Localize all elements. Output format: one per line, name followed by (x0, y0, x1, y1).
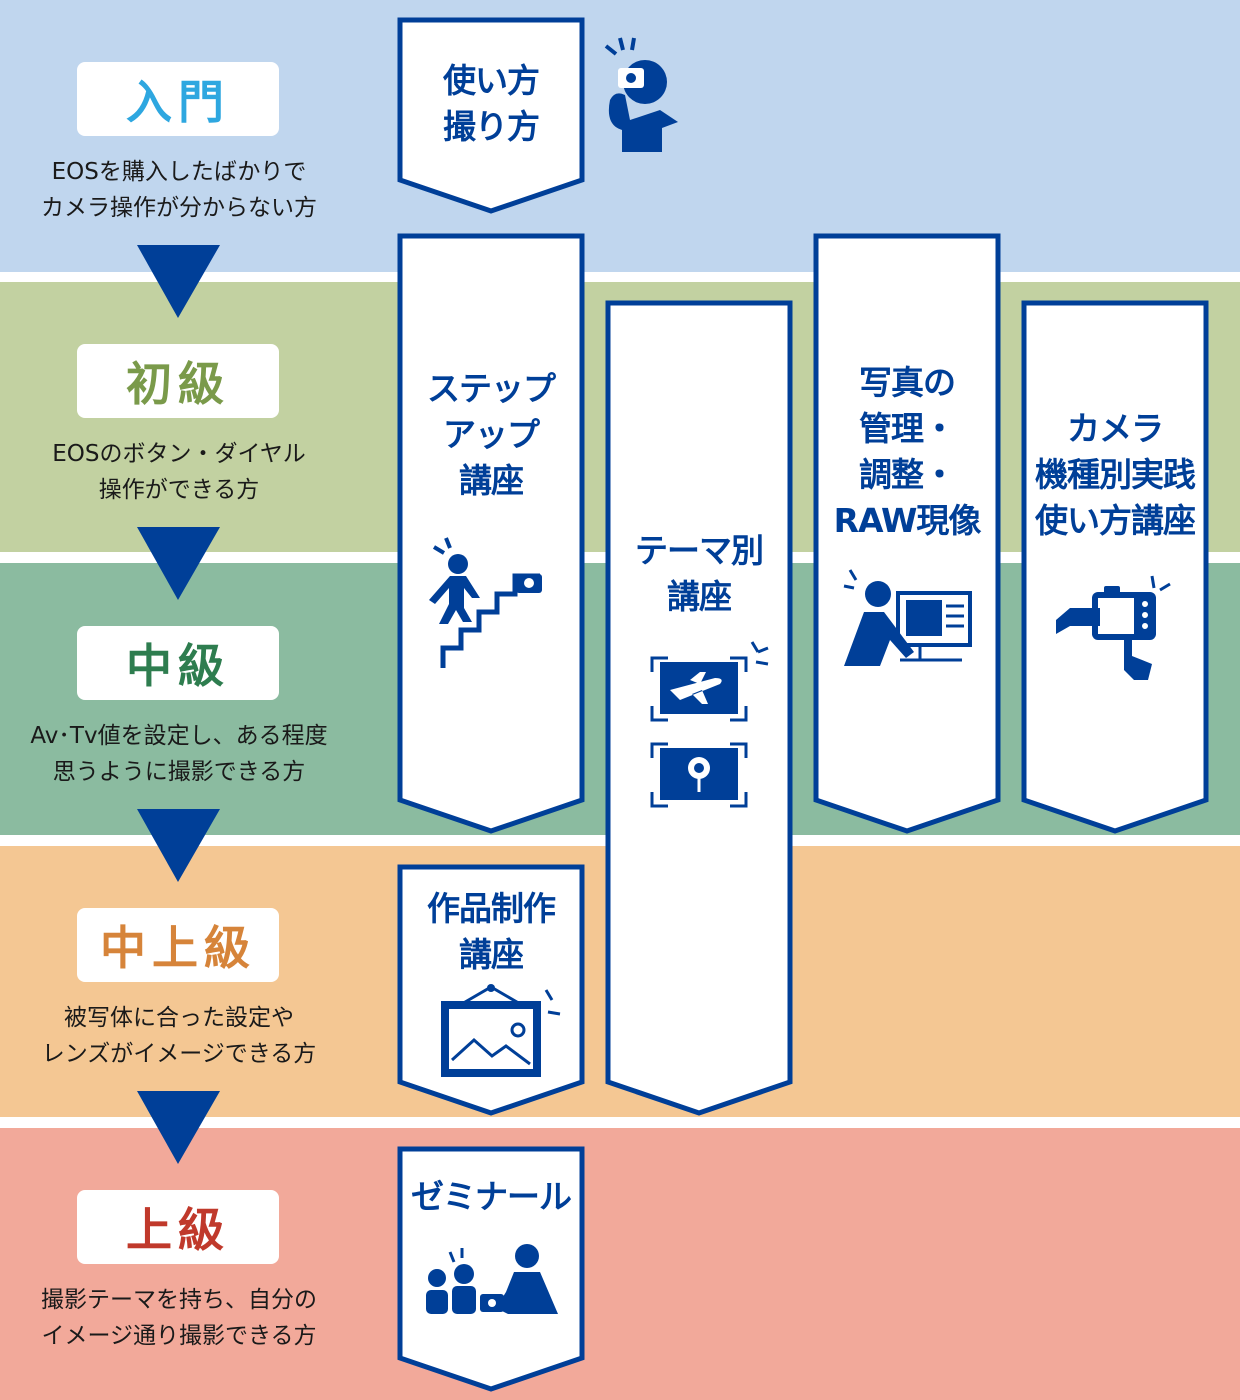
description-line: 撮影テーマを持ち、自分の (41, 1287, 317, 1313)
course-title-line: 写真の (859, 363, 956, 402)
level-label-intro: 入門 (77, 62, 279, 136)
course-title-line: テーマ別 (635, 531, 764, 570)
banner-shape (397, 17, 585, 214)
course-title-line: RAW現像 (833, 501, 982, 540)
stairs-camera-icon (429, 537, 542, 668)
course-title-line: 調整・ (859, 455, 956, 494)
description-line: カメラ操作が分からない方 (41, 195, 317, 221)
course-title-line: 撮り方 (443, 107, 540, 146)
course-theme[interactable]: テーマ別講座 (608, 528, 790, 620)
seminar-icon (426, 1244, 558, 1314)
level-description-beginner: EOSのボタン・ダイヤル 操作ができる方 (0, 436, 358, 508)
course-title-line: アップ (443, 415, 540, 454)
theme-photo-icon (650, 641, 769, 808)
description-line: レンズがイメージできる方 (41, 1041, 317, 1067)
level-description-upper-intermediate: 被写体に合った設定や レンズがイメージできる方 (0, 1000, 358, 1072)
banner-shape (397, 233, 585, 834)
course-title-line: 使い方 (443, 61, 540, 100)
level-label-beginner: 初級 (77, 344, 279, 418)
course-photo-management-raw[interactable]: 写真の管理・調整・ RAW現像 (816, 360, 998, 544)
arrow-down-icon (137, 245, 220, 318)
course-title-line: 講座 (459, 935, 524, 974)
arrow-down-icon (137, 1091, 220, 1164)
course-title-line: 講座 (667, 577, 732, 616)
level-label-advanced: 上級 (77, 1190, 279, 1264)
course-title-line: 講座 (459, 461, 524, 500)
level-description-intro: EOSを購入したばかりで カメラ操作が分からない方 (0, 154, 358, 226)
banner-shape (813, 233, 1001, 834)
description-line: Av･Tv値を設定し、ある程度 (30, 723, 328, 749)
framed-picture-icon (441, 984, 561, 1077)
camera-hand-icon (1056, 575, 1171, 680)
description-line: EOSのボタン・ダイヤル (52, 441, 306, 467)
course-title-line: 作品制作 (427, 889, 556, 928)
course-title-line: 機種別実践 (1035, 455, 1196, 494)
description-line: 被写体に合った設定や (64, 1005, 294, 1031)
course-camera-model[interactable]: カメラ機種別実践使い方講座 (1024, 406, 1206, 544)
band-advanced (0, 1128, 1240, 1400)
description-line: 操作ができる方 (98, 477, 260, 503)
course-step-up[interactable]: ステップアップ講座 (400, 366, 582, 504)
banner-shape (397, 1146, 585, 1392)
arrow-down-icon (137, 527, 220, 600)
description-line: EOSを購入したばかりで (51, 159, 307, 185)
description-line: 思うように撮影できる方 (52, 759, 306, 785)
course-title-line: 管理・ (859, 409, 956, 448)
course-title-line: カメラ (1067, 409, 1164, 448)
level-label-intermediate: 中級 (77, 626, 279, 700)
course-title-line: 使い方講座 (1035, 501, 1196, 540)
course-basic-usage[interactable]: 使い方撮り方 (400, 58, 582, 150)
photographer-icon (604, 37, 678, 152)
course-seminar[interactable]: ゼミナール (400, 1174, 582, 1220)
banner-shape (1021, 300, 1209, 834)
description-line: イメージ通り撮影できる方 (41, 1323, 317, 1349)
course-title-line: ステップ (427, 369, 556, 408)
arrow-down-icon (137, 809, 220, 882)
computer-editing-icon (843, 569, 972, 666)
course-title-line: ゼミナール (411, 1177, 572, 1216)
level-description-advanced: 撮影テーマを持ち、自分の イメージ通り撮影できる方 (0, 1282, 358, 1354)
level-description-intermediate: Av･Tv値を設定し、ある程度 思うように撮影できる方 (0, 718, 358, 790)
course-works-creation[interactable]: 作品制作講座 (400, 886, 582, 978)
level-label-upper-intermediate: 中上級 (77, 908, 279, 982)
